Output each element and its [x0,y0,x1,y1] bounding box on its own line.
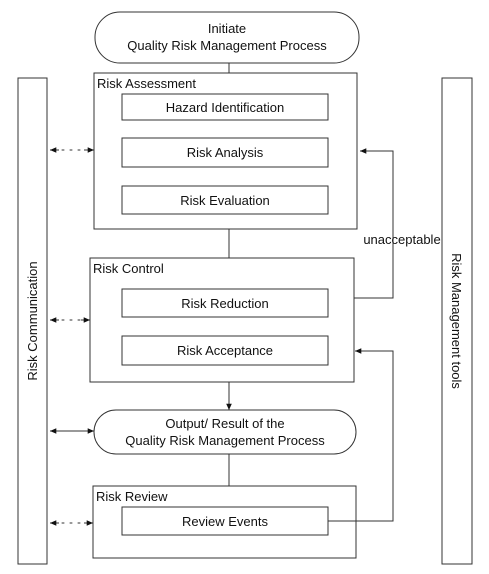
output-line-1: Output/ Result of the [165,416,284,431]
output-terminal [93,409,357,455]
risk-communication-bar [17,77,48,565]
feedback-reduction-to-analysis [354,148,394,299]
risk-review-title: Risk Review [96,489,168,504]
output-line-2: Quality Risk Management Process [125,433,325,448]
risk-reduction-label: Risk Reduction [181,296,268,311]
start-terminal [94,11,360,64]
start-line-2: Quality Risk Management Process [127,38,327,53]
risk-analysis-box [121,137,329,168]
review-events-box [121,506,329,536]
risk-assessment-title: Risk Assessment [97,76,196,91]
review-events-label: Review Events [182,514,268,529]
start-line-1: Initiate [208,21,246,36]
risk-evaluation-label: Risk Evaluation [180,193,270,208]
unacceptable-label: unacceptable [363,232,440,247]
risk-acceptance-label: Risk Acceptance [177,343,273,358]
risk-evaluation-box [121,185,329,215]
risk-acceptance-box [121,335,329,366]
risk-reduction-box [121,288,329,318]
risk-management-tools-label: Risk Management tools [449,253,464,389]
hazard-identification-label: Hazard Identification [166,100,285,115]
hazard-identification-box [121,93,329,121]
risk-control-title: Risk Control [93,261,164,276]
risk-analysis-label: Risk Analysis [187,145,264,160]
risk-communication-label: Risk Communication [25,261,40,380]
risk-management-tools-bar [441,77,473,565]
feedback-review-to-acceptance [328,348,394,522]
